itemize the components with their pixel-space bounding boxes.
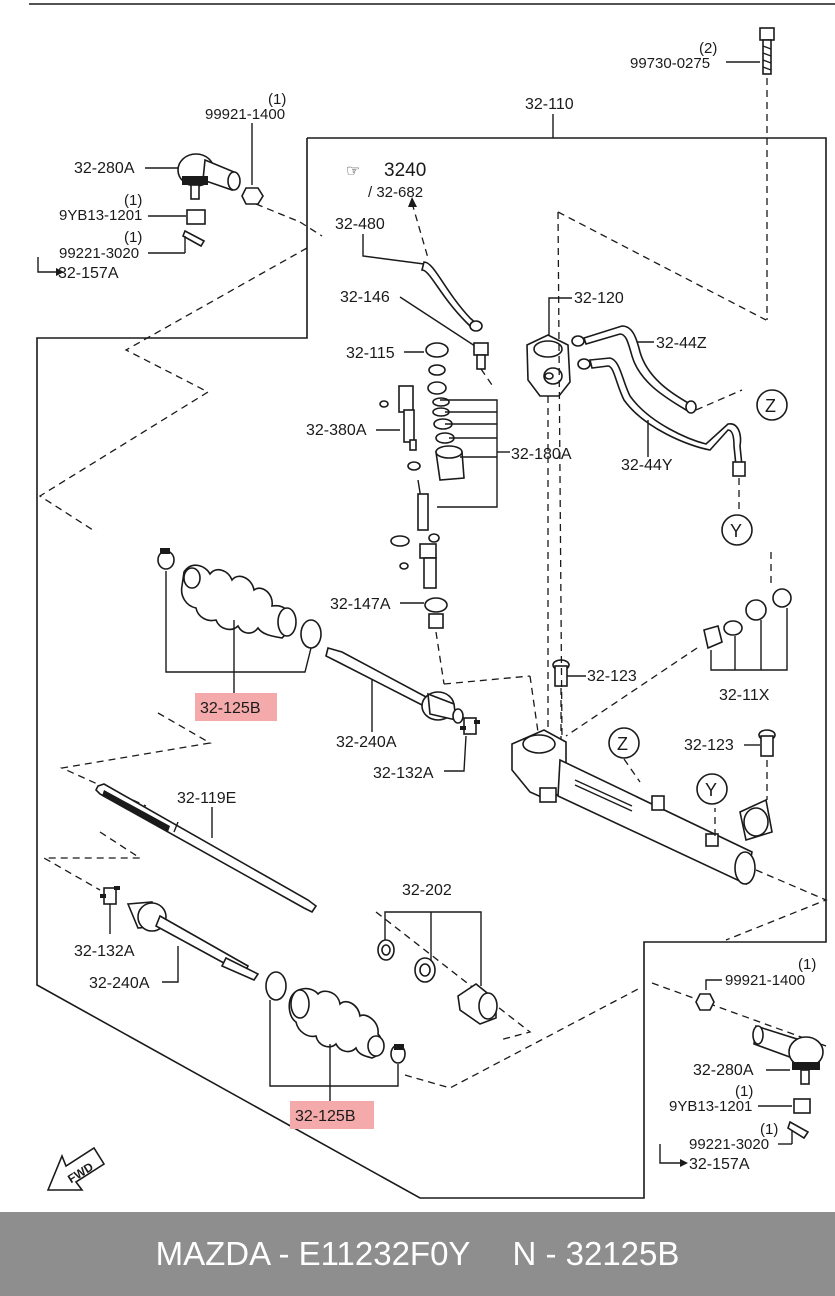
rack-32-119e [95,783,318,914]
svg-text:Y: Y [730,521,742,541]
ref-arrow-icon: ☞ [346,163,360,180]
label-pin-r: 99221-3020 [689,1136,769,1153]
svg-text:Y: Y [705,780,717,800]
label-qty-pin-l: (1) [124,229,142,246]
label-set-l: 32-157A [58,265,119,282]
cotter-pin-99221-3020-right [787,1120,810,1140]
highlight-boot-r [195,693,277,721]
pinion-shaft-32-380a [398,385,417,451]
gear-housing-body [511,729,756,886]
exploded-parts-diagram: (2) 99730-0275 32-110 (1) 99921-1400 32-… [29,3,835,1199]
label-seal-kit-180a: 32-180A [511,446,572,463]
label-ref-sub: / 32-682 [368,184,423,201]
clamp-boot-upper-small [157,548,175,570]
label-boot-l: 32-125B [295,1108,356,1125]
marker-y-top [721,514,753,546]
label-clip-r: 32-132A [373,765,434,782]
label-qty-bolt: (2) [699,40,717,57]
label-inner-rod-l: 32-240A [89,975,150,992]
label-pipe-480: 32-480 [335,216,385,233]
clamp-boot-lower-small [390,1044,406,1064]
label-tie-rod-end-r: 32-280A [693,1062,754,1079]
cotter-pin-99221-3020-left [181,229,206,248]
bolt-32-146 [473,342,489,370]
label-set-r: 32-157A [689,1156,750,1173]
label-kit-11x: 32-11X [719,687,770,704]
svg-text:Z: Z [617,734,628,754]
footer-bar: MAZDA - E11232F0Y N - 32125B [0,1212,835,1296]
label-bolt: 99730-0275 [630,55,710,72]
footer-part-number: N - 32125B [512,1235,680,1272]
label-qty-nut-r: (1) [798,956,816,973]
label-rack-119e: 32-119E [177,790,236,807]
clamp-boot-lower-large [265,971,287,1001]
svg-text:Z: Z [765,396,776,416]
clamp-boot-upper-large [300,619,322,649]
label-nut-l: 99921-1400 [205,106,285,123]
marker-z-top [756,389,788,421]
assembly-frame [36,137,827,1199]
boot-32-125b-upper [180,564,297,639]
label-seal-202: 32-202 [402,882,452,899]
label-ref-page: 3240 [384,160,426,181]
label-bolt-146: 32-146 [340,289,390,306]
label-bush-123: 32-123 [587,668,637,685]
label-pipe-44z: 32-44Z [656,335,707,352]
label-pin-l: 99221-3020 [59,245,139,262]
label-qty-boot-nut-r: (1) [735,1083,753,1100]
inner-tie-rod-32-240a-upper [325,647,464,724]
clip-32-132a-upper [460,717,480,735]
label-pinion-380a: 32-380A [306,422,367,439]
highlight-boot-l [290,1101,374,1129]
label-housing-120: 32-120 [574,290,624,307]
castle-nut-9yb13-1201-right [793,1098,811,1114]
label-plug-147a: 32-147A [330,596,391,613]
label-inner-rod-r: 32-240A [336,734,397,751]
castle-nut-9yb13-1201-left [186,209,206,225]
seal-32-11x-a [703,625,723,650]
nut-99921-1400-left [241,187,264,205]
pipe-32-480 [420,261,480,332]
marker-z-lower [608,727,640,759]
label-qty-nut-l: (1) [268,91,286,108]
fwd-arrow-icon: FWD [46,1146,106,1191]
label-assembly: 32-110 [525,96,574,113]
footer-brand-part: MAZDA - E11232F0Y [155,1235,471,1272]
clip-32-132a-lower [100,886,120,905]
label-tie-rod-end-l: 32-280A [74,160,135,177]
tie-rod-end-left [177,153,241,200]
label-qty-boot-nut-l: (1) [124,192,142,209]
label-boot-r: 32-125B [200,700,261,717]
bolt-99730-0275 [759,27,775,75]
marker-y-lower [696,773,728,805]
adjuster-plug [419,543,437,589]
label-nut-115: 32-115 [346,345,395,362]
nut-32-115 [425,342,449,358]
tie-rod-end-right [752,1024,824,1085]
label-clip-l: 32-132A [74,943,135,960]
label-qty-pin-r: (1) [760,1121,778,1138]
inner-tie-rod-32-240a-lower [126,901,260,982]
locknut-32-147a [424,597,448,613]
nut-99921-1400-right [695,993,715,1011]
bush-32-123-lower [758,729,776,757]
boot-32-125b-lower [288,987,385,1059]
label-pipe-44y: 32-44Y [621,457,673,474]
label-boot-nut-l: 9YB13-1201 [59,207,142,224]
valve-housing-32-120 [526,334,571,397]
bushing-32-202-c [457,983,498,1025]
label-nut-r: 99921-1400 [725,972,805,989]
label-bush-123-b: 32-123 [684,737,734,754]
pipe-32-44y [588,357,743,467]
label-boot-nut-r: 9YB13-1201 [669,1098,752,1115]
